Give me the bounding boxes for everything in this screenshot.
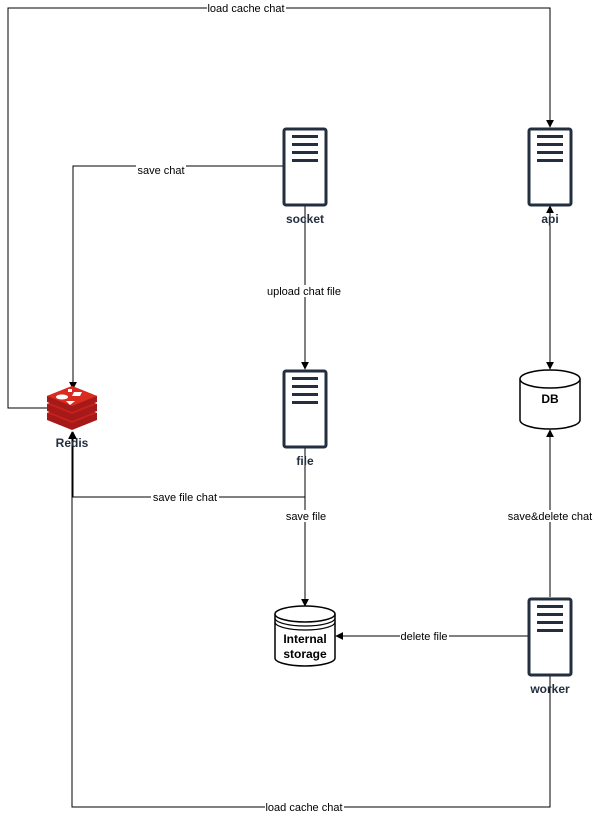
edge-label-delete-file: delete file xyxy=(400,631,447,643)
server-icon xyxy=(282,369,328,449)
node-label-socket: socket xyxy=(286,212,324,226)
edge-worker-to-redis[interactable]: load cache chat xyxy=(68,431,551,814)
node-label-storage-line2: storage xyxy=(283,647,327,661)
node-label-db: DB xyxy=(541,392,559,406)
node-redis[interactable]: Redis xyxy=(47,386,97,450)
node-label-api: api xyxy=(541,212,558,226)
database-icon xyxy=(519,369,581,430)
node-file[interactable]: file xyxy=(282,369,328,468)
server-icon xyxy=(527,127,573,207)
edge-label-upload-chat-file: upload chat file xyxy=(267,286,341,298)
node-label-storage-line1: Internal xyxy=(283,632,326,646)
edge-label-save-file: save file xyxy=(286,511,326,523)
edge-label-load-cache-chat-top: load cache chat xyxy=(207,3,284,15)
node-label-redis: Redis xyxy=(56,436,89,450)
edge-worker-to-storage[interactable]: delete file xyxy=(335,630,528,643)
node-db[interactable]: DB xyxy=(519,369,581,430)
edge-file-to-storage[interactable]: save file xyxy=(284,448,328,607)
edge-label-load-cache-chat-bottom: load cache chat xyxy=(265,802,342,814)
edge-label-save-chat: save chat xyxy=(137,165,184,177)
node-api[interactable]: api xyxy=(527,127,573,226)
edge-label-save-file-chat: save file chat xyxy=(153,492,217,504)
edge-redis-to-api[interactable]: load cache chat xyxy=(7,2,554,409)
database-icon xyxy=(274,605,336,667)
redis-logo-icon xyxy=(47,386,97,430)
edge-label-save-delete-chat: save&delete chat xyxy=(508,511,592,523)
edge-worker-to-db[interactable]: save&delete chat xyxy=(507,429,593,597)
node-internal-storage[interactable]: Internal storage xyxy=(274,605,336,667)
edge-socket-to-file[interactable]: upload chat file xyxy=(264,206,344,370)
server-icon xyxy=(282,127,328,207)
node-socket[interactable]: socket xyxy=(282,127,328,226)
server-icon xyxy=(527,597,573,677)
node-label-file: file xyxy=(296,454,314,468)
node-label-worker: worker xyxy=(529,682,570,696)
node-worker[interactable]: worker xyxy=(527,597,573,696)
edge-socket-to-redis[interactable]: save chat xyxy=(69,164,283,390)
edge-file-to-redis[interactable]: save file chat xyxy=(69,431,305,504)
